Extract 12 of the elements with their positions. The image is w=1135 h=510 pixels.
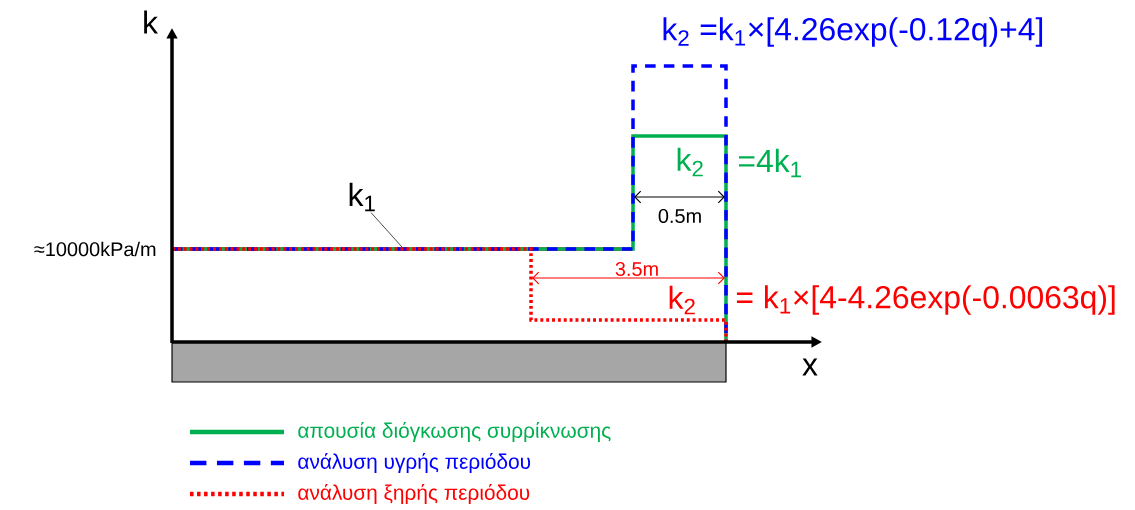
dimension-label: 3.5m bbox=[615, 261, 658, 277]
axis-label: x bbox=[802, 358, 818, 376]
value-label: ≈10000kPa/m bbox=[34, 241, 156, 257]
dimension-label: 0.5m bbox=[658, 208, 701, 224]
legend-text: ανάλυση ξηρής περιόδου bbox=[298, 483, 530, 504]
formula-label: k$_{2}$ bbox=[677, 147, 703, 177]
leader-line bbox=[370, 212, 403, 248]
legend-text: ανάλυση υγρής περιόδου bbox=[298, 452, 531, 473]
legend-text: απουσία διόγκωσης συρρίκνωσης bbox=[298, 421, 611, 442]
formula-label: k$_{2}$ bbox=[669, 285, 695, 315]
axis-label: k bbox=[144, 10, 159, 34]
formula-label: k$_{2}$ =k$_{1}$×[4.26exp(-0.12q)+4] bbox=[663, 17, 1043, 47]
